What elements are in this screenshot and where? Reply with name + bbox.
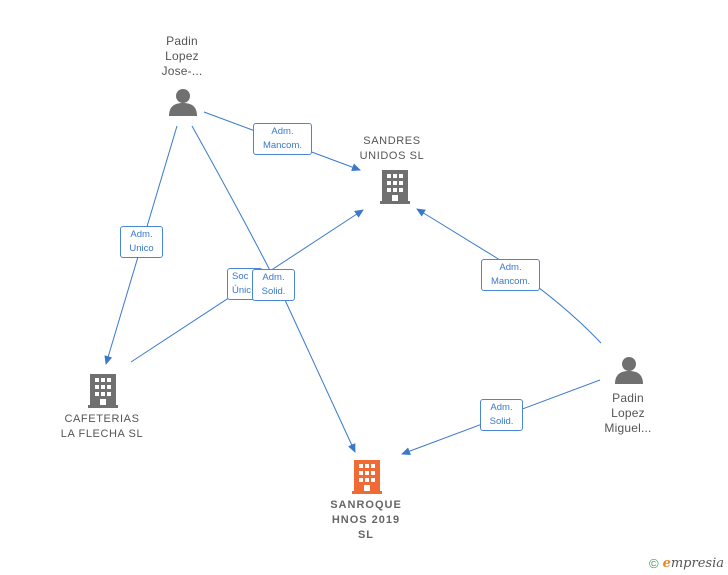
node-label-cafeterias[interactable]: CAFETERIAS LA FLECHA SL: [60, 413, 144, 440]
node-label-padin-jose[interactable]: Padin Lopez Jose-...: [161, 34, 203, 78]
copyright-icon: ©: [648, 556, 659, 571]
building-icon[interactable]: [380, 170, 410, 204]
edge-label-jose-sandres: Adm. Mancom.: [253, 123, 312, 155]
building-icon-main[interactable]: [352, 460, 382, 494]
edge-label-miguel-sanroque: Adm. Solid.: [480, 399, 523, 431]
node-label-sandres[interactable]: SANDRES UNIDOS SL: [359, 135, 425, 162]
edge-label-miguel-sandres: Adm. Mancom.: [481, 259, 540, 291]
building-icon[interactable]: [88, 374, 118, 408]
node-label-padin-miguel[interactable]: Padin Lopez Miguel...: [604, 391, 652, 435]
footer-brand: © empresia: [649, 556, 724, 571]
edge-label-jose-cafeterias: Adm. Unico: [120, 226, 163, 258]
brand-logo[interactable]: empresia: [662, 556, 724, 571]
person-icon[interactable]: [615, 357, 643, 384]
person-icon[interactable]: [169, 89, 197, 116]
node-label-sanroque[interactable]: SANROQUE HNOS 2019 SL: [330, 499, 402, 541]
edge-label-jose-sanroque: Adm. Solid.: [252, 269, 295, 301]
